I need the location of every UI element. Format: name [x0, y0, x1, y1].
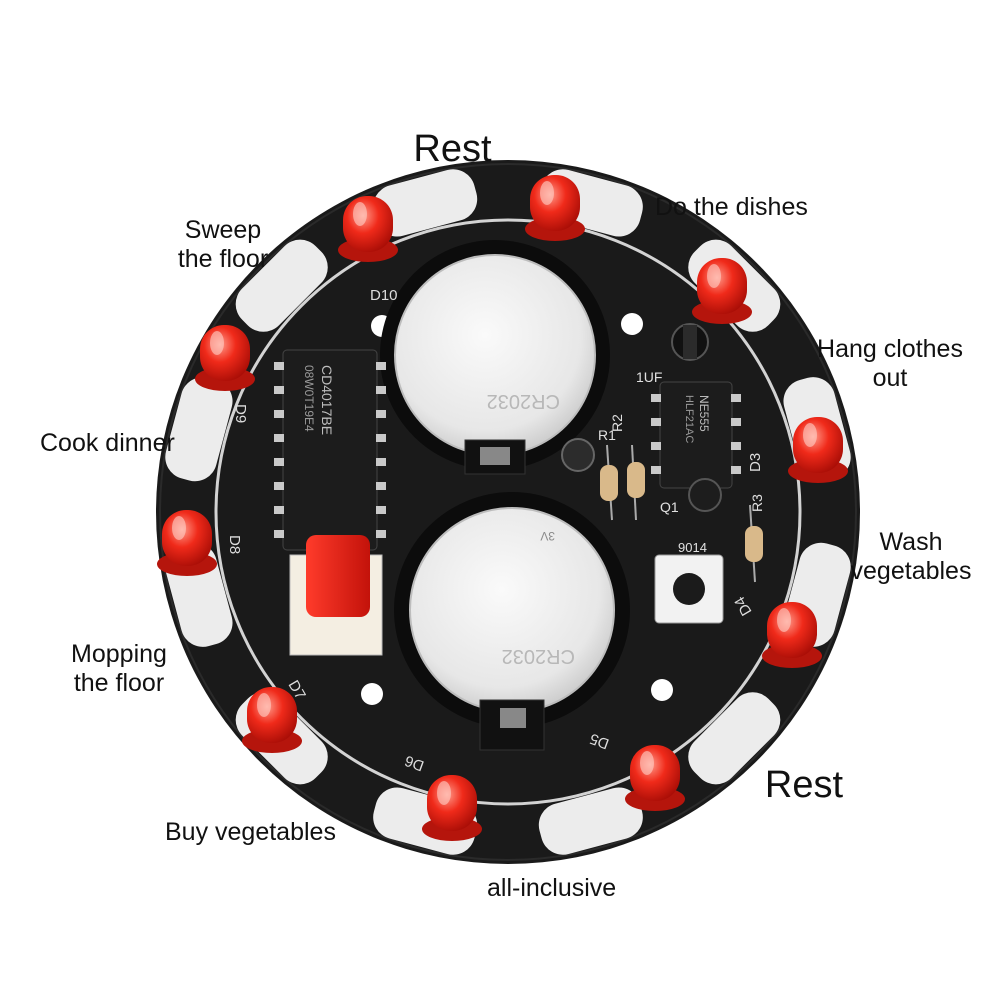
ic1-date-code: 08W0T19E4	[302, 365, 316, 432]
label-rest-top: Rest	[413, 128, 492, 170]
r1-label: R1	[598, 427, 616, 443]
resistor-r3	[745, 504, 763, 583]
ic-cd4017	[274, 349, 386, 551]
pad-segment	[165, 377, 233, 482]
ic-pin	[731, 394, 741, 402]
pad-segment	[538, 787, 643, 855]
silk-d10: D10	[370, 287, 398, 304]
label-hang-line2: out	[872, 363, 908, 392]
pad-segment	[688, 692, 781, 785]
label-sweep-line2: the floor	[177, 244, 269, 273]
ic-pin	[274, 458, 284, 466]
label-mopping-floor: Mopping the floor	[60, 640, 178, 698]
label-wash-vegetables: Wash vegetables	[836, 528, 986, 586]
red-led	[422, 775, 482, 841]
cap-label: 1UF	[636, 369, 662, 385]
mounting-hole	[621, 313, 643, 335]
ic-pin	[274, 434, 284, 442]
red-led	[242, 687, 302, 753]
red-led	[692, 258, 752, 324]
ic-pin	[731, 466, 741, 474]
red-led	[762, 602, 822, 668]
red-led	[625, 745, 685, 811]
capacitor	[671, 323, 709, 361]
resistor-r2	[627, 444, 645, 521]
label-cook-dinner: Cook dinner	[40, 429, 175, 457]
ic-pin	[274, 362, 284, 370]
resistor-r1	[600, 444, 618, 521]
led-ring	[157, 175, 848, 841]
ic-pin	[274, 410, 284, 418]
ic-pin	[651, 466, 661, 474]
label-rest-bottom: Rest	[764, 764, 844, 806]
q1-label: Q1	[660, 499, 679, 515]
label-all-inclusive: all-inclusive	[487, 874, 617, 902]
ic-pin	[274, 386, 284, 394]
electrolytic-capacitor	[561, 438, 595, 472]
battery-holder-bottom	[394, 492, 630, 751]
silk-d8: D8	[226, 535, 243, 554]
voltage-label: 3V	[540, 529, 555, 543]
label-do-dishes: Do the dishes	[655, 193, 808, 221]
power-switch	[289, 535, 383, 656]
ic-pin	[376, 386, 386, 394]
ic-pin	[376, 362, 386, 370]
ic2-date-code: HLF21AC	[683, 395, 695, 443]
transistor-label: 9014	[678, 540, 707, 555]
red-led	[338, 196, 398, 262]
red-led	[195, 325, 255, 391]
transistor-q1	[688, 478, 722, 512]
silk-d6: D6	[403, 752, 427, 775]
label-hang-clothes: Hang clothes out	[805, 335, 975, 393]
label-wash-line1: Wash	[879, 528, 943, 556]
ic-pin	[376, 434, 386, 442]
label-hang-line1: Hang clothes	[817, 335, 963, 363]
ic-pin	[274, 530, 284, 538]
ic2-part-number: NE555	[697, 395, 711, 432]
battery-top-label: CR2032	[487, 390, 560, 412]
ic-pin	[376, 410, 386, 418]
label-wash-line2: vegetables	[850, 556, 972, 585]
ic-pin	[731, 418, 741, 426]
ic-pin	[731, 442, 741, 450]
ic-pin	[651, 442, 661, 450]
ic-ne555	[651, 381, 741, 489]
silk-d9: D9	[232, 404, 249, 423]
label-mop-line2: the floor	[73, 668, 165, 697]
mounting-hole	[651, 679, 673, 701]
tactile-button	[654, 554, 724, 624]
label-buy-vegetables: Buy vegetables	[165, 818, 336, 846]
ic-pin	[274, 482, 284, 490]
r3-label: R3	[749, 494, 765, 512]
r2-label: R2	[609, 414, 625, 432]
label-sweep-floor: Sweep the floor	[164, 216, 282, 274]
ic-pin	[376, 458, 386, 466]
pad-segment	[373, 169, 478, 237]
silk-d5: D5	[588, 730, 612, 753]
mounting-hole	[361, 683, 383, 705]
battery-bottom-label: CR2032	[502, 645, 575, 667]
ic-pin	[376, 530, 386, 538]
pad-segment	[235, 239, 328, 332]
battery-holder-top	[380, 240, 610, 475]
ic-pin	[376, 506, 386, 514]
red-led	[157, 510, 217, 576]
red-led	[525, 175, 585, 241]
label-mop-line1: Mopping	[71, 640, 167, 668]
silk-d3: D3	[747, 453, 764, 472]
red-led	[788, 417, 848, 483]
ic1-part-number: CD4017BE	[319, 365, 335, 435]
ic-pin	[274, 506, 284, 514]
ic-pin	[651, 394, 661, 402]
ic-pin	[651, 418, 661, 426]
label-sweep-line1: Sweep	[184, 216, 262, 244]
ic-pin	[376, 482, 386, 490]
